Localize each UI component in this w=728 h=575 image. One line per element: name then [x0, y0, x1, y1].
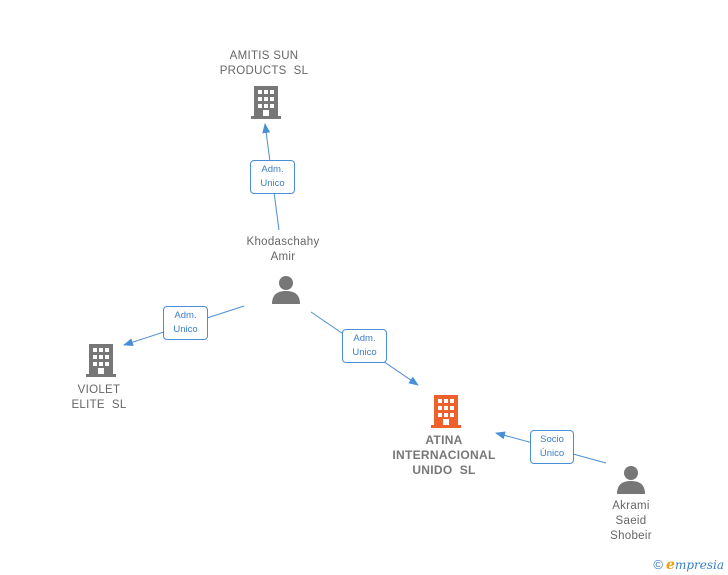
atina-label: ATINA INTERNACIONAL UNIDO SL — [392, 433, 496, 477]
amitis-label: AMITIS SUN PRODUCTS SL — [219, 50, 309, 77]
building-icon[interactable] — [250, 85, 282, 119]
building-icon[interactable] — [85, 343, 117, 377]
badge-line: Adm. — [261, 164, 284, 175]
brand-e: e — [666, 557, 675, 573]
edge-badge-akrami-to-atina[interactable]: Socio Único — [530, 430, 574, 464]
edge-badge-to-amitis[interactable]: Adm. Unico — [250, 160, 295, 194]
violet-label: VIOLET ELITE SL — [71, 384, 127, 411]
edge-badge-to-violet[interactable]: Adm. Unico — [163, 306, 208, 340]
brand-rest: mpresia — [674, 558, 724, 572]
akrami-label: Akrami Saeid Shobeir — [610, 500, 652, 542]
person-icon[interactable] — [270, 274, 302, 304]
empresia-logo[interactable]: ©empresia — [653, 557, 724, 573]
badge-line: Socio — [540, 434, 564, 445]
badge-line: Único — [539, 448, 565, 459]
khodaschahy-label: Khodaschahy Amir — [246, 236, 320, 263]
badge-line: Unico — [260, 178, 285, 189]
badge-line: Adm. — [174, 310, 197, 321]
building-icon-main[interactable] — [430, 394, 462, 428]
edge-badge-to-atina[interactable]: Adm. Unico — [342, 329, 387, 363]
badge-line: Unico — [352, 347, 377, 358]
copyright-symbol: © — [653, 557, 664, 572]
badge-line: Adm. — [353, 333, 376, 344]
badge-line: Unico — [173, 324, 198, 335]
person-icon[interactable] — [615, 464, 647, 494]
